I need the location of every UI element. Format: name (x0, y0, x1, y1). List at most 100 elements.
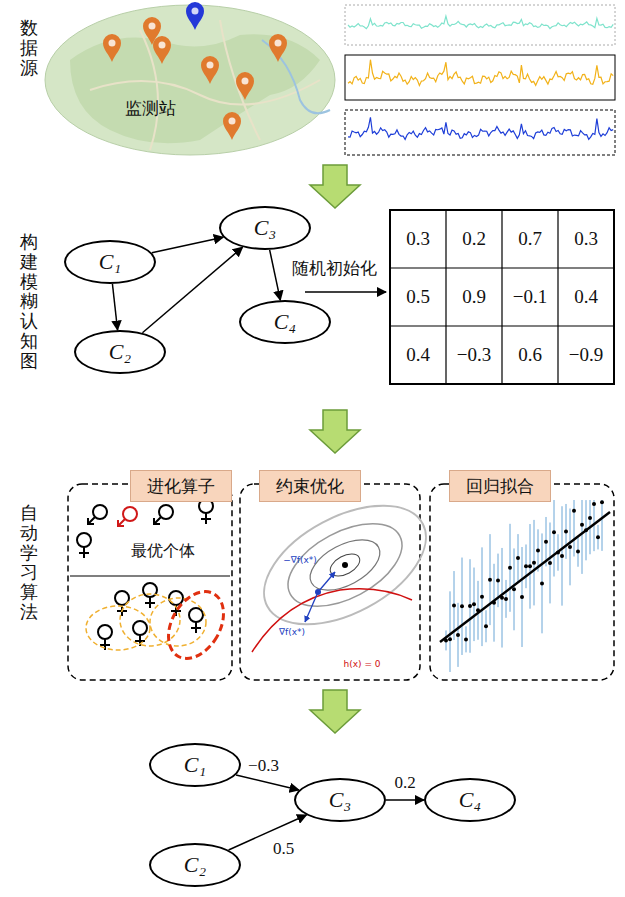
station-pin (186, 2, 204, 30)
data-point (596, 535, 600, 539)
data-point (600, 500, 604, 504)
data-point (540, 581, 544, 585)
matrix-cell: 0.9 (462, 286, 486, 308)
regression-plot (444, 500, 604, 672)
causal-edge (386, 799, 424, 801)
matrix-cell: −0.3 (457, 344, 491, 366)
individual-symbol (98, 625, 112, 639)
series-line (348, 16, 613, 28)
concept-node: C₂ (74, 330, 166, 374)
data-point (452, 604, 456, 608)
matrix-cell: 0.6 (518, 344, 542, 366)
regression-line (440, 512, 610, 642)
edge-weight: 0.2 (392, 773, 417, 793)
data-point (592, 502, 596, 506)
flow-arrow (310, 165, 360, 208)
matrix-cell: 0.7 (518, 228, 542, 250)
error-bar (582, 500, 583, 574)
edge-weight: 0.5 (271, 839, 296, 859)
error-bar (574, 500, 575, 557)
series-line (348, 117, 613, 139)
causal-edge (112, 284, 117, 330)
header-label: 进化算子 (147, 475, 215, 498)
math-annotation: ∇f(x*) (279, 627, 305, 637)
individual-symbol (123, 507, 137, 521)
concept-node: C₃ (219, 206, 311, 250)
concept-label: C₁ (184, 752, 206, 778)
map-label: 监测站 (125, 97, 176, 120)
matrix-grid (390, 210, 614, 384)
data-point (580, 523, 584, 527)
individual-symbol (159, 505, 173, 519)
data-point (464, 637, 468, 641)
concept-label: C₂ (184, 852, 206, 878)
station-pin (236, 72, 254, 100)
header-label: 回归拟合 (466, 475, 534, 498)
matrix-cell: 0.3 (406, 228, 430, 250)
data-point (508, 566, 512, 570)
concept-label: C₁ (99, 249, 121, 275)
station-pin (223, 112, 241, 140)
arrow-label: 随机初始化 (292, 257, 377, 280)
matrix-cell: 0.4 (574, 286, 598, 308)
concept-label: C₂ (109, 339, 131, 365)
gradient-arrow (305, 592, 318, 622)
population-ellipse (86, 606, 150, 650)
matrix-cell: −0.1 (513, 286, 547, 308)
individual-symbol (79, 547, 89, 558)
matrix-cell: 0.2 (462, 228, 486, 250)
station-pin (103, 34, 121, 62)
data-point (504, 597, 508, 601)
data-point (524, 564, 528, 568)
series-frame (345, 110, 615, 155)
flow-arrow (310, 690, 360, 733)
individual-symbol (133, 621, 147, 635)
constraint-curve (252, 589, 412, 652)
method-header: 回归拟合 (449, 470, 551, 502)
best-ellipse (157, 582, 235, 668)
causal-edge (152, 237, 223, 253)
series-frame (345, 55, 615, 100)
data-point (456, 633, 460, 637)
concept-label: C₃ (254, 215, 276, 241)
map-terrain (70, 34, 320, 143)
population-ellipse (150, 598, 206, 646)
individual-symbol (201, 513, 211, 524)
concept-node: C₃ (294, 778, 386, 822)
individual-symbol (77, 533, 91, 547)
station-pin (153, 36, 171, 64)
individual-symbols (77, 499, 213, 650)
error-bar (554, 500, 555, 577)
individual-symbol (189, 608, 203, 622)
method-header: 进化算子 (130, 470, 232, 502)
data-point (536, 548, 540, 552)
concept-label: C₄ (274, 309, 296, 335)
data-point (472, 602, 476, 606)
data-point (544, 540, 548, 544)
individual-symbol (154, 517, 161, 524)
individual-symbol (191, 622, 201, 633)
method-panel (240, 484, 420, 680)
concept-node: C₁ (64, 240, 156, 284)
data-point (560, 554, 564, 558)
flow-arrow (310, 410, 360, 453)
data-point (528, 564, 532, 568)
panel-note: 最优个体 (131, 541, 195, 562)
map-region (45, 5, 335, 155)
method-panel (430, 484, 614, 680)
individual-symbol (93, 505, 107, 519)
method-header: 约束优化 (259, 470, 361, 502)
series-frame (345, 5, 615, 45)
data-point (448, 637, 452, 641)
concept-label: C₄ (459, 787, 481, 813)
divider-line (70, 575, 230, 576)
map-roads (90, 20, 320, 150)
matrix-cell: 0.5 (406, 286, 430, 308)
math-annotation: −∇f(x*) (283, 555, 317, 565)
time-series (348, 16, 613, 139)
optimum-dot (342, 562, 348, 568)
causal-edge (236, 775, 299, 790)
data-point (552, 530, 556, 534)
